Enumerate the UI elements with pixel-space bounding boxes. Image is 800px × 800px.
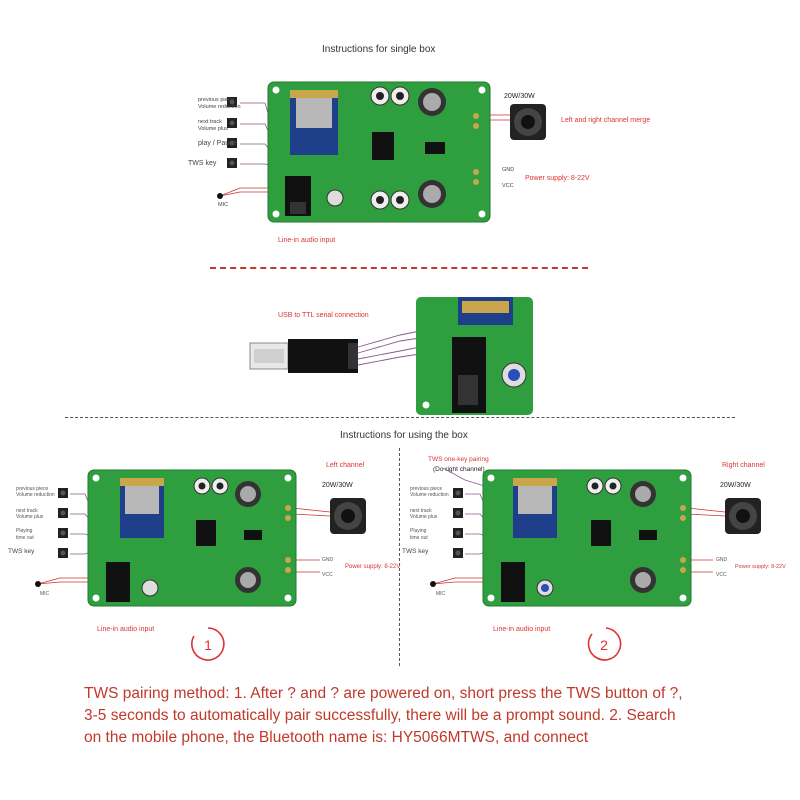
label-speaker-power: 20W/30W — [504, 93, 535, 100]
left-label-vcc: VCC — [322, 572, 333, 578]
left-number-circle: 1 — [191, 627, 225, 661]
left-number: 1 — [204, 637, 212, 653]
label-line-in: Line-in audio input — [278, 237, 336, 244]
right-label-vol-up: Volume plus — [410, 514, 438, 520]
left-label-speaker-power: 20W/30W — [322, 482, 353, 489]
left-label-prev: previous piece — [16, 486, 49, 492]
right-label-timeout: time out — [410, 535, 428, 541]
single-box-diagram — [217, 81, 546, 223]
label-power-supply: Power supply: 8-22V — [525, 175, 590, 182]
divider-black — [65, 417, 735, 418]
right-label-gnd: GND — [716, 557, 728, 563]
left-label-vol-down: Volume reduction — [16, 492, 55, 498]
instructions-line-2: 3-5 seconds to automatically pair succes… — [84, 707, 676, 724]
instructions-line-1: TWS pairing method: 1. After ? and ? are… — [84, 685, 683, 702]
speaker-icon — [510, 104, 546, 140]
mic-icon — [217, 193, 223, 199]
right-label-power: Power supply: 8-22V — [735, 564, 786, 570]
right-number: 2 — [600, 637, 608, 653]
right-label-vol-down: Volume reduction — [410, 492, 449, 498]
right-label-play: Playing — [410, 528, 427, 534]
button-group — [227, 97, 237, 168]
right-label-line-in: Line-in audio input — [493, 626, 551, 633]
tws-instructions: TWS pairing method: 1. After ? and ? are… — [84, 683, 784, 749]
label-mic: MIC — [218, 202, 229, 208]
right-label-speaker-power: 20W/30W — [720, 482, 751, 489]
left-label-power: Power supply: 8-22V — [345, 564, 401, 570]
left-label-line-in: Line-in audio input — [97, 626, 155, 633]
label-prev: previous piece — [198, 97, 234, 103]
left-label-tws-key: TWS key — [8, 548, 35, 555]
right-box-diagram — [430, 468, 761, 607]
usb-ttl-diagram — [249, 297, 533, 415]
instructions-line-3: on the mobile phone, the Bluetooth name … — [84, 729, 589, 746]
right-number-circle: 2 — [587, 627, 622, 661]
left-label-vol-up: Volume plus — [16, 514, 44, 520]
left-label-gnd: GND — [322, 557, 334, 563]
label-channel-merge: Left and right channel merge — [561, 117, 651, 124]
right-label-mic: MIC — [436, 591, 446, 597]
left-label-play: Playing — [16, 528, 33, 534]
using-box-title: Instructions for using the box — [340, 430, 468, 441]
left-label-timeout: time out — [16, 535, 34, 541]
right-label-prev: previous piece — [410, 486, 443, 492]
left-box-diagram — [35, 469, 366, 607]
right-label-channel: Right channel — [722, 462, 765, 469]
right-label-next: next track — [410, 508, 432, 514]
label-usb-ttl: USB to TTL serial connection — [278, 312, 369, 319]
label-vol-down: Volume reduction — [198, 104, 241, 110]
right-label-tws-key: TWS key — [402, 548, 429, 555]
divider-red — [210, 267, 588, 269]
divider-vertical — [399, 448, 400, 666]
label-play: play / Pause — [198, 140, 237, 147]
right-label-vcc: VCC — [716, 572, 727, 578]
label-tws-key: TWS key — [188, 160, 217, 167]
label-vol-up: Volume plus — [198, 126, 228, 132]
left-label-next: next track — [16, 508, 38, 514]
right-label-tws-pairing: TWS one-key pairing — [428, 456, 489, 463]
label-gnd: GND — [502, 167, 515, 173]
label-vcc: VCC — [502, 183, 514, 189]
left-label-channel: Left channel — [326, 462, 365, 469]
left-label-mic: MIC — [40, 591, 50, 597]
right-label-no-right: (Do right channel) — [433, 466, 485, 473]
single-box-title: Instructions for single box — [322, 44, 436, 55]
label-next: next track — [198, 119, 222, 125]
